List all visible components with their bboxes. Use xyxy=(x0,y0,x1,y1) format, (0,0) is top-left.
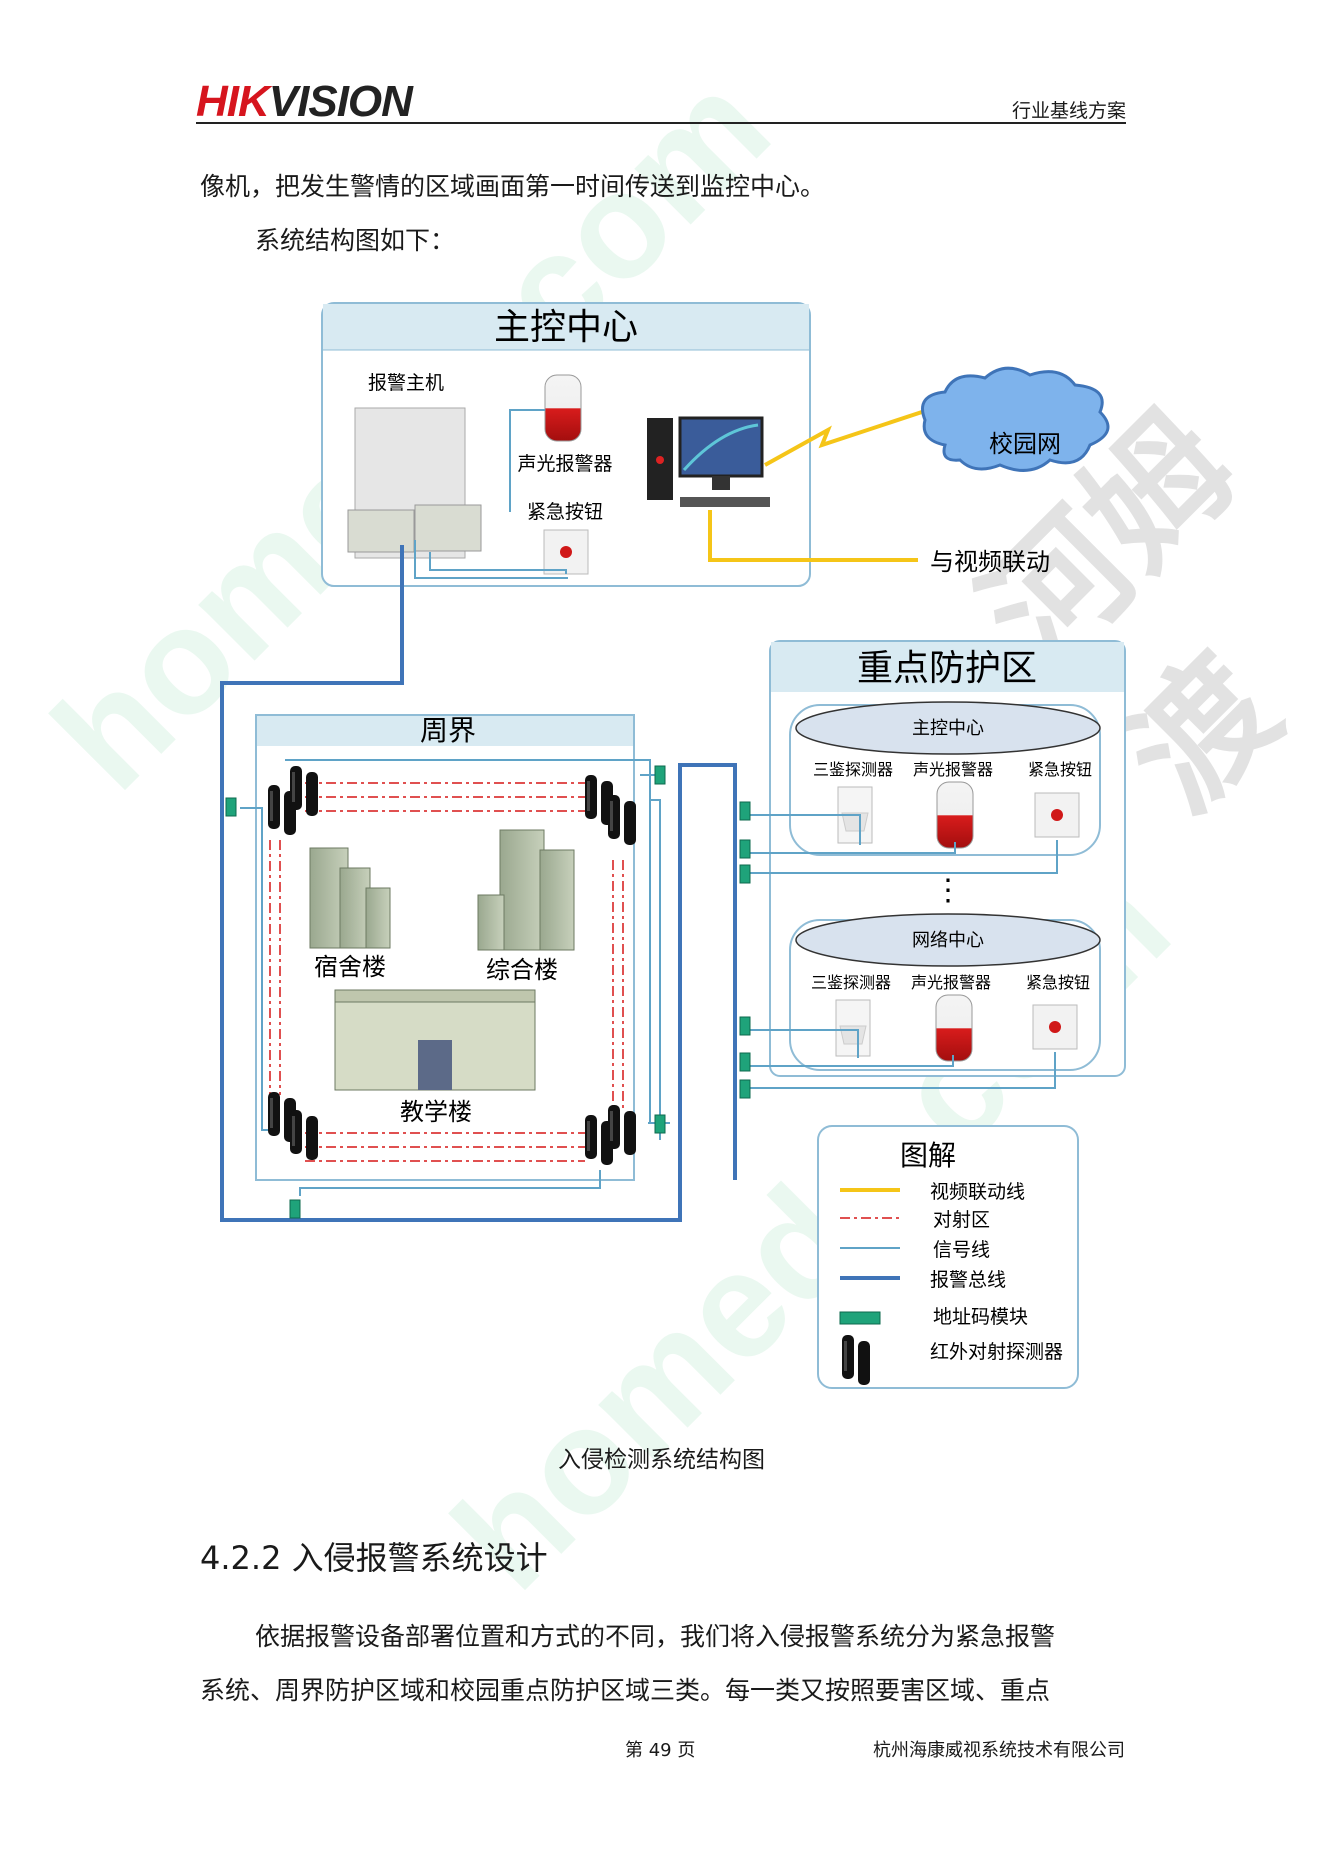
siren-icon-3 xyxy=(935,994,973,1062)
perimeter-zone: 周界 xyxy=(225,714,670,1219)
address-module-icon xyxy=(225,797,237,817)
logo-vision: VISION xyxy=(268,77,413,126)
campus-network-cloud: 校园网 xyxy=(921,366,1110,472)
sound-light-label: 声光报警器 xyxy=(517,453,612,475)
keypad-icon-2 xyxy=(414,504,482,552)
zone-ellipsis: ⋮ xyxy=(933,873,963,908)
sub2-triple-detector-label: 三鉴探测器 xyxy=(811,973,891,992)
address-module-icon-10 xyxy=(739,1079,751,1099)
legend-title: 图解 xyxy=(900,1139,956,1172)
section-para-line-1: 依据报警设备部署位置和方式的不同，我们将入侵报警系统分为紧急报警 xyxy=(255,1622,1056,1651)
sub1-triple-detector-label: 三鉴探测器 xyxy=(813,760,893,779)
address-module-icon-8 xyxy=(739,1016,751,1036)
video-link-line xyxy=(708,510,918,562)
key-zone-signal-lines xyxy=(740,814,1058,1089)
intro-line-2: 系统结构图如下： xyxy=(255,226,456,255)
header-rule xyxy=(196,122,1126,124)
section-heading: 4.2.2 入侵报警系统设计 xyxy=(200,1539,548,1577)
key-protection-zone: 重点防护区 主控中心 三鉴探测器 声光报警器 紧急按钮 ⋮ 网络中心 三鉴探测器… xyxy=(769,640,1126,1077)
main-center-title: 主控中心 xyxy=(494,307,638,348)
dorm-building-icon xyxy=(309,847,391,949)
siren-icon-2 xyxy=(936,781,974,849)
sub-zone-1-title: 主控中心 xyxy=(912,718,984,739)
main-control-center: 主控中心 报警主机 声光报警器 紧急按钮 xyxy=(321,302,811,587)
address-module-icon-2 xyxy=(654,765,666,785)
wireless-link-icon xyxy=(764,408,929,467)
address-module-icon-3 xyxy=(654,1114,666,1134)
keypad-icon xyxy=(347,509,415,553)
key-zone-title: 重点防护区 xyxy=(857,648,1037,689)
dorm-label: 宿舍楼 xyxy=(314,953,386,981)
legend-item-signal: 信号线 xyxy=(933,1239,990,1261)
section-para-line-2: 系统、周界防护区域和校园重点防护区域三类。每一类又按照要害区域、重点 xyxy=(200,1676,1051,1705)
emergency-button-icon xyxy=(543,529,589,575)
alarm-bus-lines xyxy=(220,545,737,1222)
teaching-label: 教学楼 xyxy=(400,1098,472,1126)
logo-hik: HIK xyxy=(196,77,270,126)
sub2-emergency-button-label: 紧急按钮 xyxy=(1026,973,1090,992)
sub1-sound-light-label: 声光报警器 xyxy=(913,760,993,779)
legend-item-bus: 报警总线 xyxy=(930,1269,1006,1291)
intro-line-1: 像机，把发生警情的区域画面第一时间传送到监控中心。 xyxy=(200,172,826,201)
campus-network-label: 校园网 xyxy=(989,430,1061,458)
emergency-button-icon-2 xyxy=(1034,792,1080,838)
address-module-icon-4 xyxy=(289,1199,301,1219)
complex-label: 综合楼 xyxy=(486,956,558,984)
beam-zone-lines xyxy=(269,782,624,1162)
keyboard-icon xyxy=(680,497,770,507)
teaching-building-icon xyxy=(334,989,536,1091)
sub-zone-2-title: 网络中心 xyxy=(912,930,984,951)
emergency-button-icon-3 xyxy=(1032,1004,1078,1050)
page-number: 第 49 页 xyxy=(625,1740,696,1761)
legend-item-detector: 红外对射探测器 xyxy=(930,1341,1063,1363)
video-link-label: 与视频联动 xyxy=(930,548,1050,576)
header-title: 行业基线方案 xyxy=(1011,100,1126,122)
figure-caption: 入侵检测系统结构图 xyxy=(558,1447,765,1473)
legend-item-video-line: 视频联动线 xyxy=(930,1181,1025,1203)
legend-item-beam: 对射区 xyxy=(933,1209,990,1231)
emergency-button-label: 紧急按钮 xyxy=(527,501,603,523)
hikvision-logo: HIKVISION xyxy=(196,77,413,126)
legend-item-module: 地址码模块 xyxy=(933,1306,1028,1328)
address-module-icon-7 xyxy=(739,864,751,884)
perimeter-title: 周界 xyxy=(420,714,476,747)
complex-building-icon xyxy=(477,829,575,951)
footer-company: 杭州海康威视系统技术有限公司 xyxy=(873,1740,1125,1761)
address-module-icon-5 xyxy=(739,801,751,821)
legend: 图解 视频联动线 对射区 信号线 报警总线 地址码模块 红外对射探测器 xyxy=(817,1125,1079,1389)
legend-module-swatch xyxy=(839,1311,881,1325)
address-module-icon-9 xyxy=(739,1052,751,1072)
intrusion-system-diagram: 主控中心 报警主机 声光报警器 紧急按钮 与视频联动 校园网 xyxy=(220,302,1126,1389)
address-module-icon-6 xyxy=(739,839,751,859)
sub1-emergency-button-label: 紧急按钮 xyxy=(1028,760,1092,779)
triple-detector-icon-2 xyxy=(835,999,871,1057)
sub2-sound-light-label: 声光报警器 xyxy=(911,973,991,992)
siren-icon xyxy=(544,374,582,442)
alarm-host-label: 报警主机 xyxy=(368,372,444,394)
